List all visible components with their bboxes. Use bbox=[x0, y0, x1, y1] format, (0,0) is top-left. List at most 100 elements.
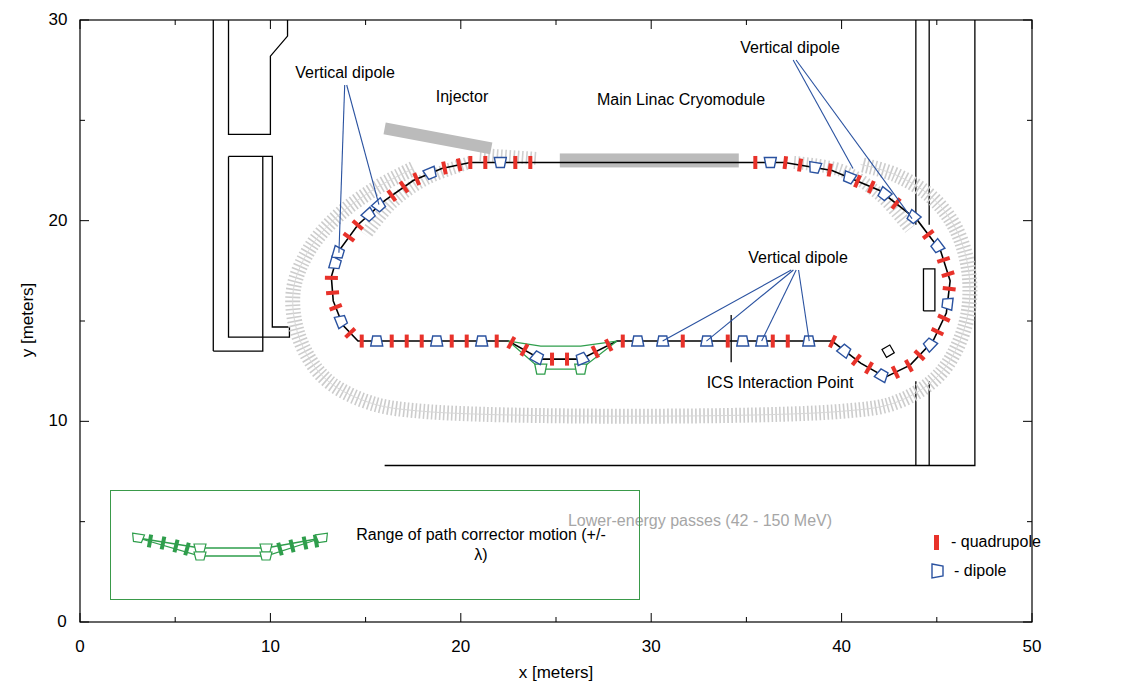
dipole-symbol bbox=[632, 336, 644, 346]
quadrupole-symbol bbox=[412, 172, 421, 186]
legend-text: - quadrupole bbox=[951, 533, 1041, 551]
quadrupole-symbol bbox=[360, 335, 364, 348]
tick-label: 10 bbox=[49, 412, 68, 432]
axis-ticks bbox=[80, 20, 1032, 622]
leader-lines bbox=[339, 60, 912, 341]
quadrupole-symbol bbox=[329, 303, 343, 311]
quadrupole-symbol bbox=[565, 353, 569, 366]
quadrupole-symbol bbox=[942, 286, 955, 292]
quadrupole-symbol bbox=[420, 335, 424, 348]
quadrupole-symbol bbox=[922, 229, 935, 240]
quadrupole-symbol bbox=[864, 361, 874, 374]
quadrupole-symbol bbox=[528, 156, 532, 169]
dipole-symbol bbox=[494, 157, 506, 167]
dipole-symbol bbox=[922, 337, 938, 353]
dipole-symbol bbox=[334, 314, 348, 329]
quadrupole-symbol bbox=[513, 156, 517, 169]
dipole-symbol bbox=[371, 198, 387, 213]
quadrupole-symbol bbox=[681, 335, 685, 348]
dipole-symbol bbox=[423, 166, 438, 180]
dipole-symbol bbox=[332, 246, 345, 260]
quadrupole-symbol bbox=[937, 256, 951, 264]
tick-label: 20 bbox=[49, 211, 68, 231]
quadrupole-symbol bbox=[828, 335, 837, 348]
quadrupole-symbol bbox=[344, 327, 356, 339]
lower-energy-passes bbox=[293, 154, 970, 416]
dipole-symbol bbox=[764, 157, 776, 167]
dipole-swatch bbox=[930, 562, 946, 580]
axis-title: y [meters] bbox=[18, 283, 38, 358]
quadrupole-symbol bbox=[904, 359, 914, 372]
dipole-symbol bbox=[942, 297, 953, 310]
legend-text: - dipole bbox=[954, 562, 1006, 580]
quadrupole-symbol bbox=[941, 270, 955, 278]
part-label: Injector bbox=[436, 88, 488, 106]
dipole-symbol bbox=[530, 350, 545, 365]
quadrupole-symbol bbox=[786, 335, 790, 348]
quadrupole-symbol bbox=[468, 156, 472, 169]
callout-label: Vertical dipole bbox=[295, 64, 395, 82]
tick-label: 30 bbox=[49, 10, 68, 30]
quadrupole-symbol bbox=[405, 335, 409, 348]
quadrupole-symbol bbox=[591, 345, 600, 358]
quadrupole-symbol bbox=[325, 276, 338, 280]
quadrupole-symbol bbox=[342, 232, 355, 243]
path-corrector bbox=[508, 341, 617, 374]
quadrupole-symbol bbox=[771, 335, 775, 348]
detector-symbol bbox=[882, 345, 894, 357]
part-label: ICS Interaction Point bbox=[707, 374, 854, 392]
quadrupole-symbol bbox=[441, 161, 448, 175]
plot-frame bbox=[80, 20, 1032, 622]
quadrupole-symbol bbox=[399, 181, 410, 194]
quadrupole-symbol bbox=[550, 353, 554, 366]
legend-box: Range of path corrector motion (+/- λ) bbox=[110, 490, 640, 600]
interaction-point-marker bbox=[731, 315, 732, 362]
quadrupole-symbol bbox=[726, 335, 730, 348]
quadrupole-symbol bbox=[783, 156, 789, 169]
tick-label: 20 bbox=[451, 637, 470, 657]
quadrupole-symbol bbox=[506, 336, 516, 349]
part-label: Main Linac Cryomodule bbox=[597, 91, 765, 109]
quadrupole-symbol bbox=[890, 197, 901, 210]
quadrupole-symbol bbox=[386, 189, 397, 202]
quadrupole-symbol bbox=[390, 335, 394, 348]
tick-label: 0 bbox=[75, 637, 84, 657]
quadrupole-symbol bbox=[456, 158, 463, 172]
beamline bbox=[331, 162, 950, 377]
dipole-symbol bbox=[361, 207, 377, 222]
building-walls bbox=[213, 20, 975, 465]
tick-label: 30 bbox=[642, 637, 661, 657]
callout-label: Vertical dipole bbox=[748, 249, 848, 267]
quadrupole-symbol bbox=[326, 290, 339, 295]
quadrupole-symbol bbox=[495, 335, 499, 348]
quadrupole-symbol bbox=[753, 156, 757, 169]
quadrupole-symbol bbox=[867, 180, 876, 194]
quadrupole-symbol bbox=[621, 335, 625, 348]
dipole-symbol bbox=[371, 336, 383, 346]
dipole-symbol bbox=[837, 343, 853, 358]
tick-label: 40 bbox=[832, 637, 851, 657]
quadrupole-symbol bbox=[450, 335, 454, 348]
quadrupole-symbol bbox=[937, 314, 950, 323]
quadrupole-symbol bbox=[519, 343, 529, 356]
dipole-symbol bbox=[431, 336, 443, 346]
quadrupole-symbol bbox=[827, 163, 833, 176]
tick-label: 10 bbox=[261, 637, 280, 657]
quadrupole-symbol bbox=[483, 156, 487, 169]
injector-bar bbox=[385, 128, 492, 148]
dipole-symbol bbox=[930, 239, 945, 255]
dipole-symbol bbox=[476, 336, 488, 346]
quadrupole-symbol bbox=[913, 349, 925, 361]
quadrupole-symbol bbox=[931, 327, 944, 336]
quadrupole-symbol bbox=[604, 338, 613, 351]
quadrupole-symbol bbox=[891, 366, 900, 379]
legend-item: - dipole bbox=[930, 562, 1006, 580]
dipole-symbol bbox=[808, 162, 821, 174]
legend-note: Range of path corrector motion (+/- λ) bbox=[356, 525, 606, 565]
callout-label: Vertical dipole bbox=[740, 39, 840, 57]
quadrupole-symbol bbox=[465, 335, 469, 348]
axis-title: x [meters] bbox=[519, 663, 594, 683]
dipole-symbol bbox=[906, 210, 922, 225]
quadrupole-swatch bbox=[934, 535, 939, 550]
